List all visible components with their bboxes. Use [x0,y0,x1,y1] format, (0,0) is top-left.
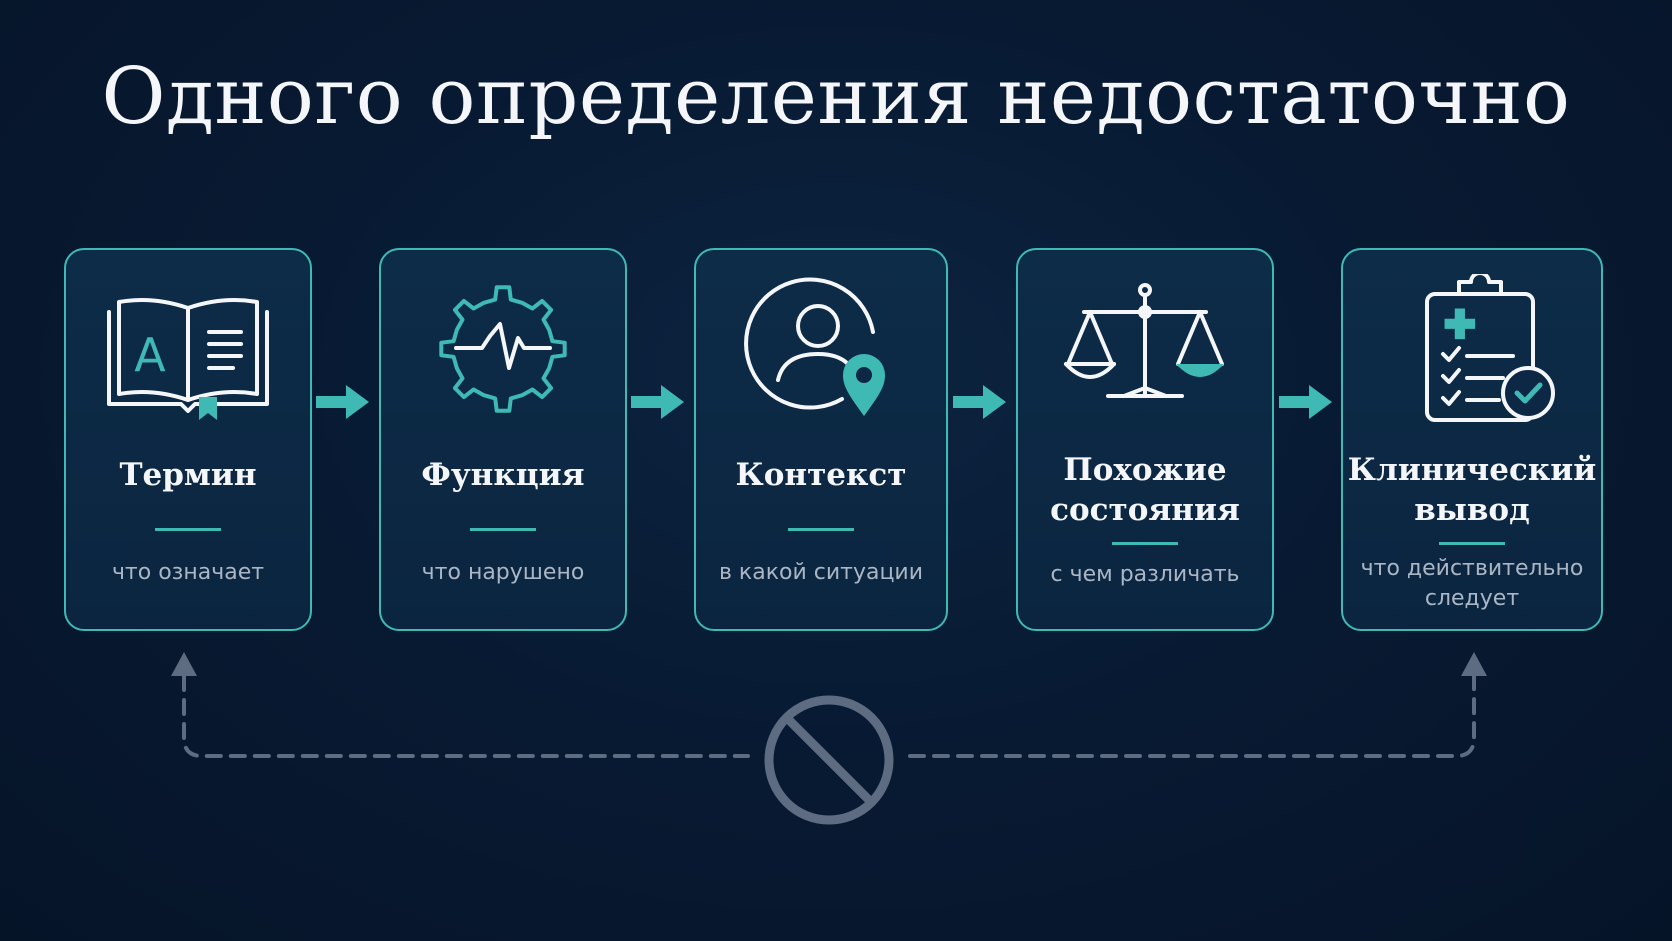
step-divider [155,528,221,531]
step-divider [1112,542,1178,545]
balance-scale-icon [1064,283,1224,398]
step-subtitle: с чем различать [1050,562,1240,587]
page-title: Одного определения недостаточно [101,52,1571,142]
step-card-context: Контекст в какой ситуации [694,248,948,631]
arrow-up-icon [1461,652,1487,676]
step-subtitle: что нарушено [421,560,585,585]
step-divider [470,528,536,531]
step-title: Термин [119,457,257,493]
arrow-right-icon [951,382,1009,422]
step-title: Клинический вывод [1347,452,1597,528]
arrow-right-icon [1277,382,1335,422]
open-book-icon: A [107,298,269,420]
bypass-dashed-line [182,674,1476,758]
clipboard-check-icon [1425,274,1555,422]
step-subtitle: в какой ситуации [718,560,924,585]
prohibited-icon [764,695,894,825]
step-card-term: A Термин что означает [64,248,312,631]
step-card-similar-conditions: Похожие состояния с чем различать [1016,248,1274,631]
step-subtitle: что означает [111,560,265,585]
person-location-icon [744,277,885,416]
arrow-up-icon [171,652,197,676]
arrow-right-icon [629,382,687,422]
step-title: Функция [421,457,585,493]
svg-text:A: A [134,328,166,382]
step-subtitle: что действительно следует [1360,556,1584,611]
step-title: Похожие состояния [1050,452,1240,528]
arrow-right-icon [314,382,372,422]
step-card-function: Функция что нарушено [379,248,627,631]
step-card-clinical-conclusion: Клинический вывод что действительно след… [1341,248,1603,631]
step-title: Контекст [735,457,907,493]
step-divider [788,528,854,531]
gear-pulse-icon [439,285,567,413]
step-divider [1439,542,1505,545]
